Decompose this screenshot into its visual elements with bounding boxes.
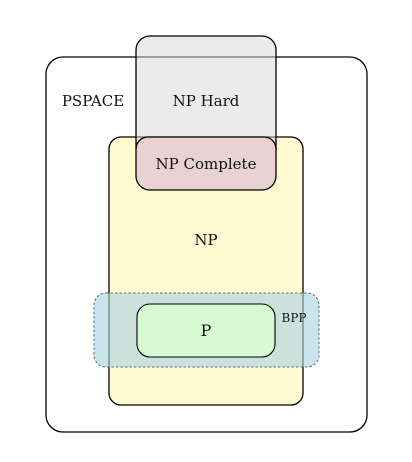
np-boundary-overlap — [135, 136, 277, 150]
p-label: P — [201, 321, 212, 340]
bpp-label: BPP — [282, 311, 307, 325]
np-hard-label: NP Hard — [173, 92, 240, 110]
np-complete-label: NP Complete — [156, 155, 257, 173]
np-label: NP — [194, 231, 217, 249]
pspace-label: PSPACE — [62, 92, 124, 110]
np-hard-region — [135, 35, 277, 191]
p-region — [136, 303, 276, 358]
